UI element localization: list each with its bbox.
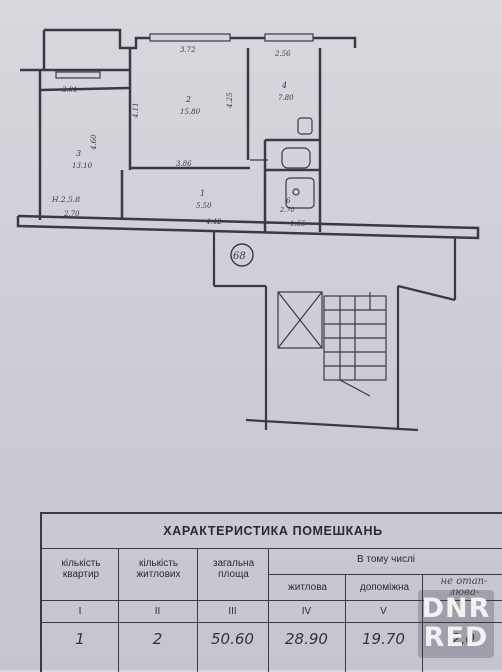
value-total-area: 50.60: [211, 630, 254, 648]
dim-kitchen-left: 4.11: [132, 102, 140, 119]
roman-3: III: [228, 606, 237, 617]
roman-4: IV: [301, 606, 312, 617]
dim-top-left: 3.72: [180, 46, 196, 54]
wall-top: [44, 28, 357, 50]
dim-bottom-right: 1.55: [290, 220, 306, 228]
dim-left-top: 3.01: [62, 86, 78, 94]
apartment-number: 68: [233, 251, 246, 262]
apartment-number-circle: [230, 243, 254, 267]
dim-top-right: 2.56: [274, 50, 291, 58]
value-auxiliary-area: 19.70: [362, 630, 405, 648]
header-in-which: В тому числі: [356, 554, 416, 565]
dim-bottom-left: 2.70: [63, 210, 80, 218]
value-living-area: 28.90: [285, 630, 328, 648]
wall-bottom: [16, 214, 480, 240]
value-unheated: 2.0: [451, 630, 475, 648]
room-1-number: 1: [200, 189, 205, 198]
room-2-area: 15.80: [180, 108, 201, 116]
room-6-area: 2.70: [279, 206, 294, 214]
room-2-number: 2: [185, 95, 191, 104]
roman-2: II: [154, 606, 161, 617]
value-apartments: 1: [75, 630, 85, 648]
value-living-rooms: 2: [152, 630, 163, 648]
watermark-logo: DNR RED: [418, 590, 494, 658]
room-1-area: 5.50: [196, 202, 212, 210]
room-3-number: 3: [76, 149, 81, 158]
watermark-line1: DNR: [421, 593, 491, 624]
roman-5: V: [380, 606, 387, 617]
table-title: ХАРАКТЕРИСТИКА ПОМЕШКАНЬ: [42, 514, 502, 549]
header-auxiliary: допоміжна: [359, 582, 410, 593]
dim-room-left: 4.60: [90, 134, 98, 151]
room-3-area: 13.10: [72, 162, 93, 170]
room-6-number: 6: [286, 197, 291, 205]
dim-room3-side: 4.25: [226, 92, 234, 109]
floor-height-label: H.2.5.8: [51, 195, 80, 204]
watermark-line2: RED: [423, 622, 489, 653]
room-4-area: 7.80: [278, 94, 294, 102]
dim-hall-len: 4.42: [205, 218, 222, 226]
header-living: житлова: [288, 582, 327, 593]
roman-1: I: [78, 606, 82, 617]
room-4-number: 4: [281, 81, 287, 90]
header-unheated: не отап-люва-: [440, 576, 488, 598]
floor-plan: 3.72 2.56 3.01 4.11 4.60 3.86 4.25 4.42 …: [16, 28, 480, 432]
dim-room2-bottom: 3.86: [176, 160, 192, 168]
